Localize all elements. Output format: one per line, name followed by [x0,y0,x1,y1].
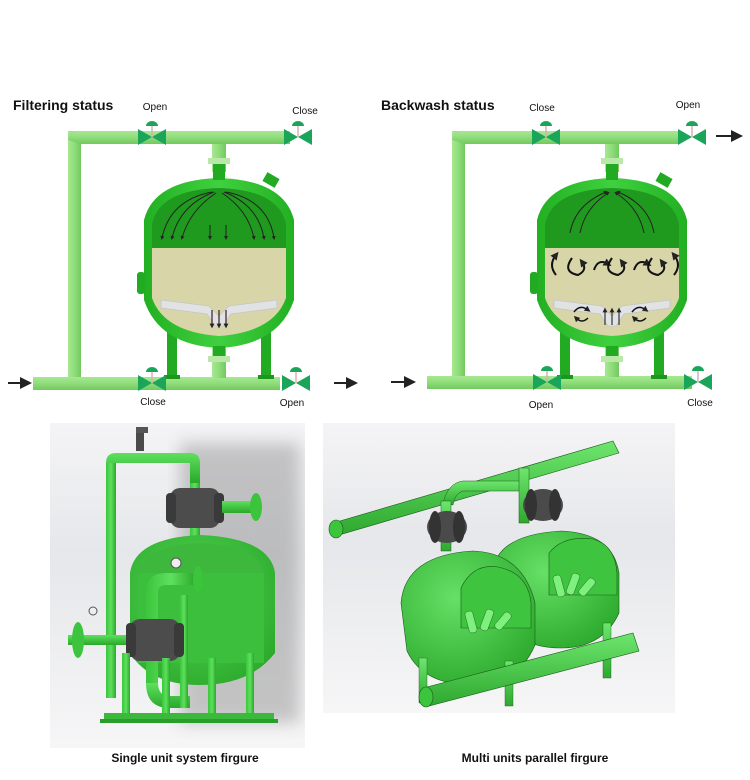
backwash-bottom-right-valve-label: Close [687,398,713,409]
backwash-top-right-valve-label: Open [675,100,701,111]
backwash-top-left-valve-label: Close [529,103,555,114]
backwash-bottom-left-valve-label: Open [528,400,554,411]
single-unit-figure-image [68,427,300,723]
single-unit-figure-panel [50,423,305,748]
flow-diagrams [8,120,743,392]
filtering-status-title: Filtering status [13,97,114,113]
multi-units-caption: Multi units parallel firgure [461,751,609,765]
backwash-top-right-valve [677,120,707,146]
single-unit-caption: Single unit system firgure [111,751,259,765]
backwash-bottom-right-valve [683,365,713,391]
filtering-diagram [8,120,358,392]
filtering-bottom-left-valve-label: Close [140,397,166,408]
filtering-top-left-valve-label: Open [142,102,168,113]
multi-units-figure-image [328,440,640,708]
backwash-status-title: Backwash status [381,97,495,113]
filtering-top-right-valve-label: Close [292,106,318,117]
filtering-bottom-right-valve [281,366,311,392]
backwash-diagram [391,120,743,391]
filtering-top-right-valve [283,120,313,146]
filtering-bottom-right-valve-label: Open [279,398,305,409]
multi-units-figure-panel [323,423,675,713]
